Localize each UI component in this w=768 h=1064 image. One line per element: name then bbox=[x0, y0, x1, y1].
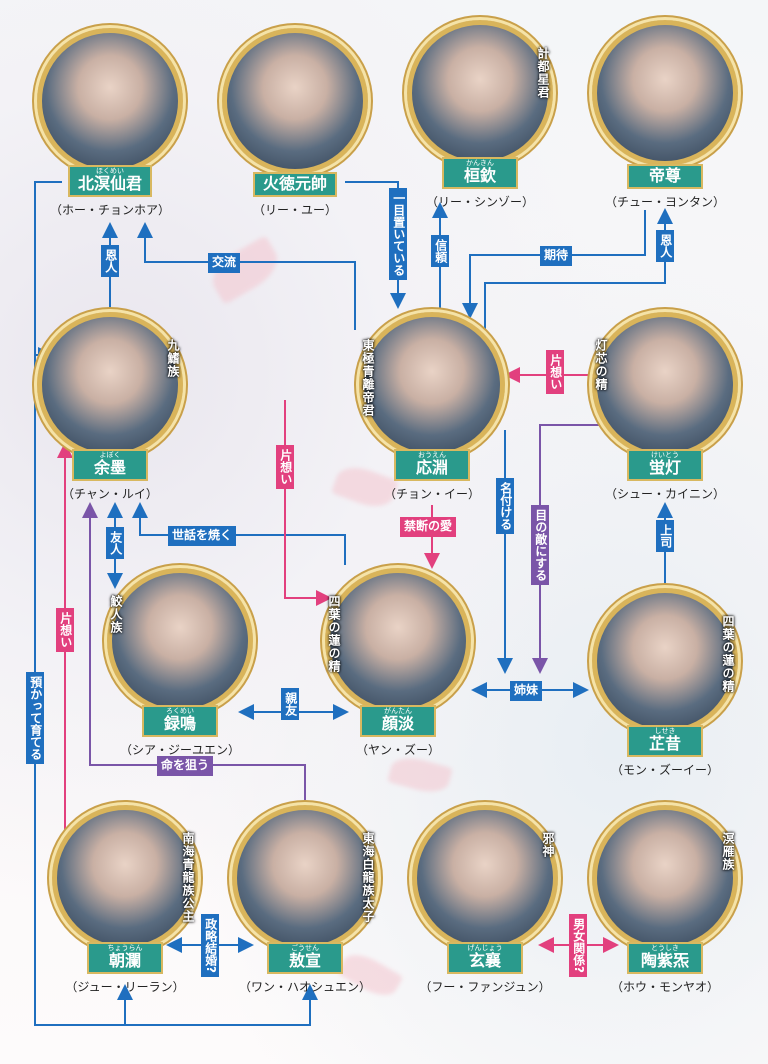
label-kindan: 禁断の愛 bbox=[400, 517, 457, 537]
portrait: 東極青離帝君 bbox=[359, 312, 505, 458]
portrait: 鮫人族 bbox=[107, 568, 253, 714]
label-kataomoi3: 片想い bbox=[56, 608, 74, 652]
label-shinyu: 親友 bbox=[281, 688, 299, 720]
name-plate: ごうせん敖宣 bbox=[267, 942, 343, 974]
name-plate: ほくめい北溟仙君 bbox=[67, 165, 152, 197]
character-rokumei[interactable]: 鮫人族ろくめい録鳴 （シア・ジーユエン） bbox=[105, 568, 255, 758]
label-danjo: 男女関係? bbox=[569, 914, 587, 977]
name-plate: げんじょう玄襄 bbox=[447, 942, 523, 974]
name-plate: しせき芷昔 bbox=[627, 725, 703, 757]
line-kataki bbox=[532, 424, 600, 674]
line-sewa bbox=[132, 502, 346, 565]
character-katoku[interactable]: 火徳元帥 （リー・ユー） bbox=[220, 28, 370, 218]
character-shiseki[interactable]: 四葉の蓮の精しせき芷昔 （モン・ズーイー） bbox=[590, 588, 740, 778]
line-kataomoi2 bbox=[284, 400, 332, 606]
portrait: 四葉の蓮の精 bbox=[592, 588, 738, 734]
label-yujin: 友人 bbox=[106, 527, 124, 559]
character-toushiki[interactable]: 溟雁族とうしき陶紫炁 （ホウ・モンヤオ） bbox=[590, 805, 740, 995]
character-chouran[interactable]: 南海青龍族公主ちょうらん朝瀾 （ジュー・リーラン） bbox=[50, 805, 200, 995]
actor-name: （ワン・ハオシュエン） bbox=[238, 979, 371, 994]
portrait: 南海青龍族公主 bbox=[52, 805, 198, 951]
name-plate: 帝尊 bbox=[627, 164, 703, 189]
portrait: 四葉の蓮の精 bbox=[325, 568, 471, 714]
name-plate: よぼく余墨 bbox=[72, 449, 148, 481]
label-seiryaku: 政略結婚? bbox=[201, 914, 219, 977]
label-kataomoi1: 片想い bbox=[546, 350, 564, 394]
name-plate: おうえん応淵 bbox=[394, 449, 470, 481]
label-sewa: 世話を焼く bbox=[168, 526, 237, 546]
label-onjin1: 恩人 bbox=[101, 245, 119, 277]
portrait bbox=[222, 28, 368, 174]
line-azukatte bbox=[34, 181, 318, 1026]
actor-name: （モン・ズーイー） bbox=[610, 762, 719, 777]
character-gousen[interactable]: 東海白龍族太子ごうせん敖宣 （ワン・ハオシュエン） bbox=[230, 805, 380, 995]
character-teison[interactable]: 帝尊 （チュー・ヨンタン） bbox=[590, 20, 740, 210]
label-azukatte: 預かって育てる bbox=[26, 672, 44, 764]
portrait: 溟雁族 bbox=[592, 805, 738, 951]
character-gantan[interactable]: 四葉の蓮の精がんたん顔淡 （ヤン・ズー） bbox=[323, 568, 473, 758]
portrait: 灯芯の精 bbox=[592, 312, 738, 458]
actor-name: （チョン・イー） bbox=[383, 486, 480, 501]
actor-name: （ホウ・モンヤオ） bbox=[610, 979, 719, 994]
character-yoboku[interactable]: 九鰭族よぼく余墨 （チャン・ルイ） bbox=[35, 312, 185, 502]
actor-name: （リー・ユー） bbox=[252, 202, 337, 217]
actor-name: （フー・ファンジュン） bbox=[419, 979, 551, 994]
label-kouryu: 交流 bbox=[208, 253, 241, 273]
character-kankin[interactable]: 計都星君かんきん桓欽 （リー・シンゾー） bbox=[405, 20, 555, 210]
portrait: 九鰭族 bbox=[37, 312, 183, 458]
actor-name: （チュー・ヨンタン） bbox=[604, 194, 725, 209]
label-joushi: 上司 bbox=[656, 520, 674, 552]
portrait: 計都星君 bbox=[407, 20, 553, 166]
label-inochi: 命を狙う bbox=[157, 756, 214, 776]
name-plate: 火徳元帥 bbox=[252, 172, 337, 197]
actor-name: （ジュー・リーラン） bbox=[65, 979, 185, 994]
label-kataomoi2: 片想い bbox=[276, 445, 294, 489]
actor-name: （ヤン・ズー） bbox=[355, 742, 440, 757]
portrait: 東海白龍族太子 bbox=[232, 805, 378, 951]
actor-name: （ホー・チョンホア） bbox=[49, 202, 170, 217]
label-hitome: 一目置いている bbox=[389, 188, 407, 280]
portrait: 邪神 bbox=[412, 805, 558, 951]
label-nazukeru: 名付ける bbox=[496, 478, 514, 534]
actor-name: （シュー・カイニン） bbox=[604, 486, 725, 501]
label-shimai: 姉妹 bbox=[510, 681, 543, 701]
actor-name: （リー・シンゾー） bbox=[425, 194, 534, 209]
name-plate: ろくめい録鳴 bbox=[142, 705, 218, 737]
line-kouryu bbox=[137, 222, 356, 330]
character-genjou[interactable]: 邪神げんじょう玄襄 （フー・ファンジュン） bbox=[410, 805, 560, 995]
name-plate: かんきん桓欽 bbox=[442, 157, 518, 189]
label-kataki: 目の敵にする bbox=[531, 505, 549, 585]
portrait bbox=[37, 28, 183, 174]
label-onjin2: 恩人 bbox=[656, 230, 674, 262]
name-plate: けいとう蛍灯 bbox=[627, 449, 703, 481]
actor-name: （シア・ジーユエン） bbox=[119, 742, 240, 757]
character-hokumei[interactable]: ほくめい北溟仙君 （ホー・チョンホア） bbox=[35, 28, 185, 218]
portrait bbox=[592, 20, 738, 166]
label-kitai: 期待 bbox=[540, 246, 573, 266]
name-plate: とうしき陶紫炁 bbox=[627, 942, 703, 974]
name-plate: がんたん顔淡 bbox=[360, 705, 436, 737]
character-keitou[interactable]: 灯芯の精けいとう蛍灯 （シュー・カイニン） bbox=[590, 312, 740, 502]
character-ouen[interactable]: 東極青離帝君おうえん応淵 （チョン・イー） bbox=[357, 312, 507, 502]
label-shinrai: 信頼 bbox=[431, 235, 449, 267]
actor-name: （チャン・ルイ） bbox=[62, 486, 158, 501]
name-plate: ちょうらん朝瀾 bbox=[87, 942, 163, 974]
